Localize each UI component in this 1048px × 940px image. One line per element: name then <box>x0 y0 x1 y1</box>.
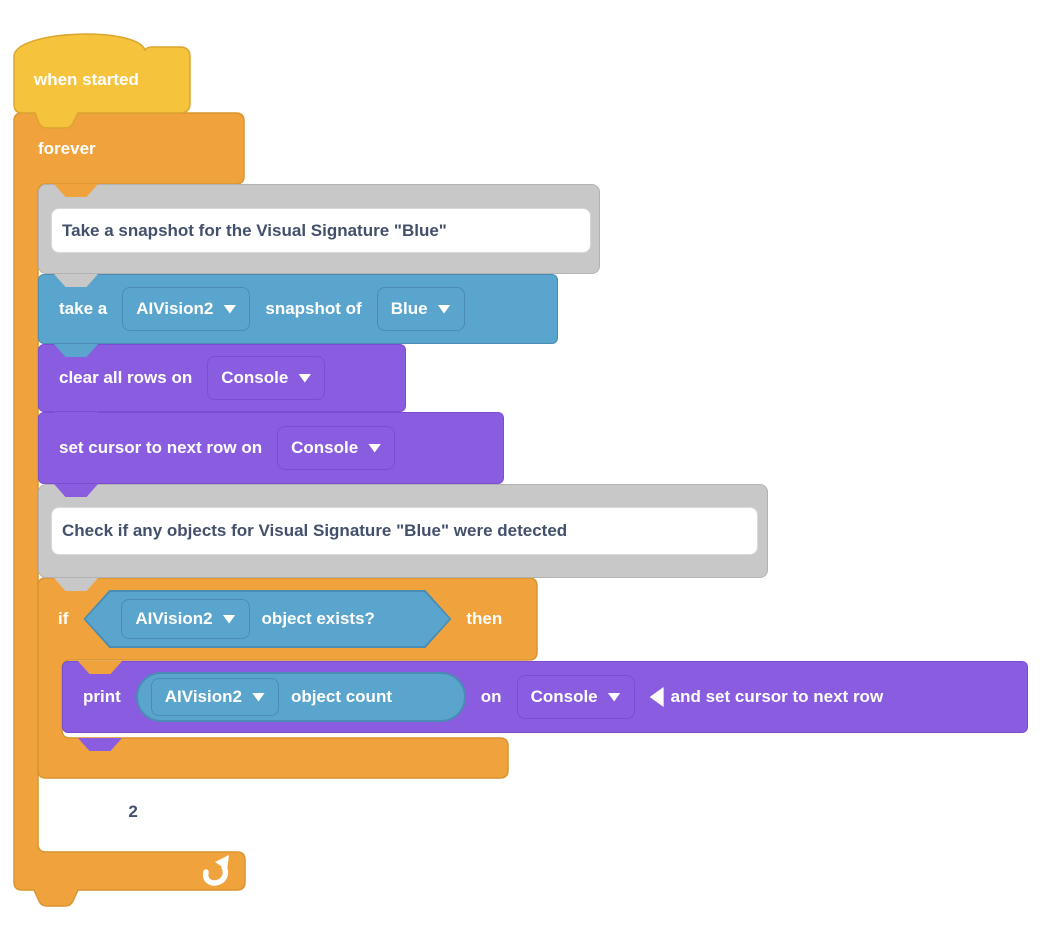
camera-dropdown-value: AIVision2 <box>135 609 213 628</box>
camera-dropdown-value: AIVision2 <box>136 299 214 318</box>
dropdown-arrow-icon <box>607 692 621 702</box>
condition-label: object exists? <box>261 609 375 628</box>
camera-dropdown-value: AIVision2 <box>164 687 242 706</box>
connector-tab <box>54 578 98 591</box>
camera-dropdown[interactable]: AIVision2 <box>122 287 251 331</box>
if-keyword: if <box>58 609 69 628</box>
console-dropdown[interactable]: Console <box>277 426 396 470</box>
if-block-header[interactable]: if AIVision2 object exists? then <box>38 578 537 660</box>
when-started-label: when started <box>34 70 139 89</box>
connector-tab <box>54 412 98 425</box>
wait-block[interactable]: wait 2 seconds <box>38 778 292 846</box>
wait-verb: wait <box>58 802 92 821</box>
print-block[interactable]: print AIVision2 object count on Console … <box>62 661 1028 733</box>
forever-label: forever <box>38 138 96 158</box>
comment-block-check[interactable]: Check if any objects for Visual Signatur… <box>38 484 768 578</box>
comment-text-field[interactable]: Take a snapshot for the Visual Signature… <box>51 208 591 253</box>
clear-rows-block[interactable]: clear all rows on Console <box>38 344 406 412</box>
print-option-label: and set cursor to next row <box>670 687 884 706</box>
camera-dropdown[interactable]: AIVision2 <box>121 599 249 639</box>
then-keyword: then <box>466 609 503 628</box>
wait-unit: seconds <box>175 802 245 821</box>
comment-text: Check if any objects for Visual Signatur… <box>62 521 568 540</box>
dropdown-arrow-icon <box>251 692 265 702</box>
dropdown-arrow-icon <box>368 443 382 453</box>
console-dropdown[interactable]: Console <box>516 675 635 719</box>
console-dropdown-value: Console <box>530 687 598 706</box>
set-cursor-block[interactable]: set cursor to next row on Console <box>38 412 504 484</box>
dropdown-arrow-icon <box>223 304 237 314</box>
dropdown-arrow-icon <box>437 304 451 314</box>
connector-tab <box>54 484 98 497</box>
collapse-arrow-icon[interactable] <box>649 687 664 707</box>
connector-tab <box>54 184 98 197</box>
dropdown-arrow-icon <box>298 373 312 383</box>
wait-seconds-input[interactable]: 2 <box>106 793 161 831</box>
connector-tab <box>54 344 98 357</box>
boolean-hexagon-inner: AIVision2 object exists? <box>85 592 449 646</box>
signature-dropdown-value: Blue <box>390 299 428 318</box>
print-preposition: on <box>480 687 502 706</box>
comment-text-field[interactable]: Check if any objects for Visual Signatur… <box>51 507 758 555</box>
reporter-label: object count <box>290 687 392 706</box>
forever-block[interactable]: forever <box>14 113 244 184</box>
console-dropdown-value: Console <box>291 438 359 457</box>
camera-dropdown[interactable]: AIVision2 <box>150 678 279 716</box>
take-snapshot-prefix: take a <box>59 299 108 318</box>
take-snapshot-middle: snapshot of <box>265 299 362 318</box>
signature-dropdown[interactable]: Blue <box>376 287 465 331</box>
loop-arrow-icon <box>202 855 229 886</box>
console-dropdown-value: Console <box>221 368 289 387</box>
print-verb: print <box>83 687 121 706</box>
connector-tab <box>78 661 122 674</box>
wait-seconds-value: 2 <box>128 802 138 821</box>
boolean-hexagon[interactable]: AIVision2 object exists? <box>83 590 451 648</box>
comment-text: Take a snapshot for the Visual Signature… <box>62 220 447 240</box>
connector-tab <box>54 274 98 287</box>
set-cursor-label: set cursor to next row on <box>59 438 263 457</box>
comment-block-snapshot[interactable]: Take a snapshot for the Visual Signature… <box>38 184 600 274</box>
console-dropdown[interactable]: Console <box>207 356 326 400</box>
forever-block-shape[interactable] <box>13 112 246 907</box>
take-snapshot-block[interactable]: take a AIVision2 snapshot of Blue <box>38 274 558 344</box>
when-started-block-shape[interactable] <box>13 33 191 129</box>
connector-tab <box>78 738 122 751</box>
object-count-reporter[interactable]: AIVision2 object count <box>135 672 466 722</box>
when-started-block[interactable]: when started <box>14 47 190 113</box>
clear-rows-label: clear all rows on <box>59 368 193 387</box>
dropdown-arrow-icon <box>223 615 236 624</box>
